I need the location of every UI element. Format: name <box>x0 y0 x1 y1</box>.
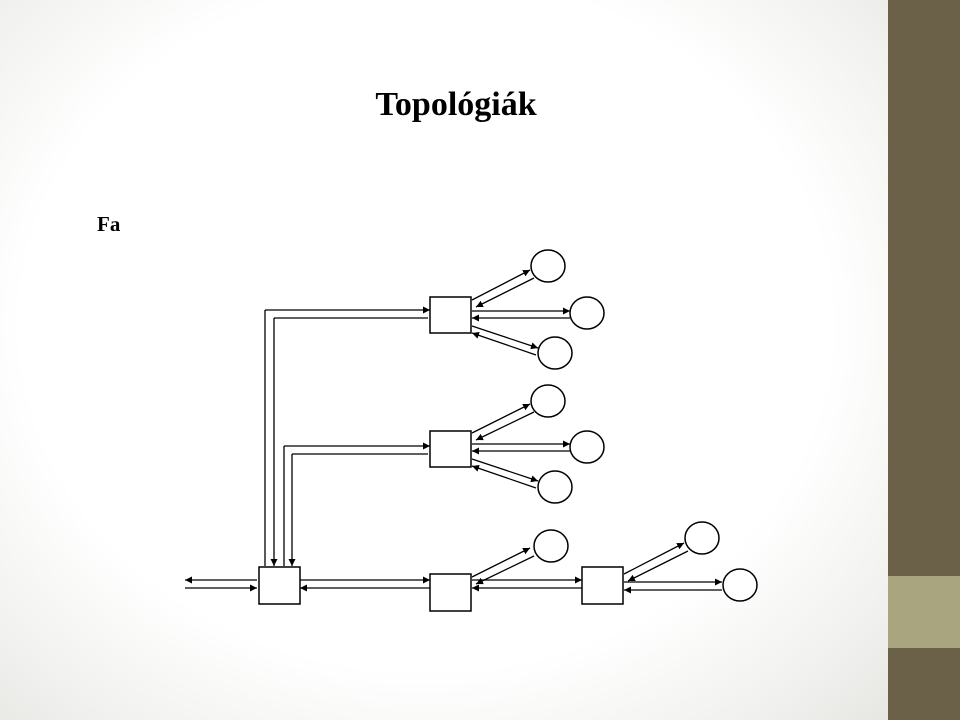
links-hub3-leaf <box>471 547 535 585</box>
section-label: Fa <box>97 212 121 236</box>
links-hub2-leaves <box>471 403 570 489</box>
leaf-node <box>537 336 573 370</box>
leaf-node <box>569 430 605 464</box>
sidebar-accent-block <box>888 576 960 648</box>
link-root-hub1 <box>264 306 430 566</box>
root-node <box>258 566 301 605</box>
tree-topology-diagram <box>185 249 758 612</box>
leaf-node <box>722 568 758 602</box>
hub-node-3 <box>429 573 472 612</box>
hub-node-2 <box>429 430 472 468</box>
hub-node-1 <box>429 296 472 334</box>
slide-title: Topológiák <box>375 86 537 123</box>
leaf-node <box>684 521 720 555</box>
links-hub4-leaves <box>623 542 722 594</box>
leaf-node <box>530 249 566 283</box>
hub-node-4 <box>581 566 624 605</box>
link-hub3-hub4 <box>472 576 582 592</box>
leaf-node <box>569 296 605 330</box>
link-root-hub3 <box>300 576 430 592</box>
leaf-node <box>537 470 573 504</box>
leaf-node <box>530 384 566 418</box>
link-root-hub2 <box>283 442 430 566</box>
leaf-node <box>533 529 569 563</box>
links-hub1-leaves <box>471 269 570 356</box>
